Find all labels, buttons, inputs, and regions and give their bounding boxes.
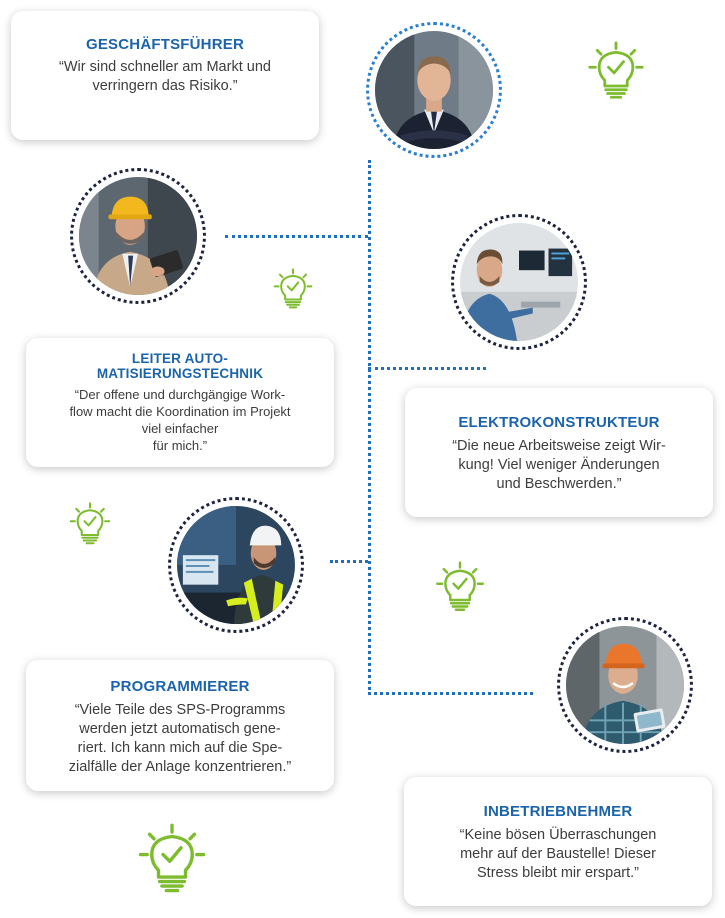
testimonial-card-inbetriebnehmer: INBETRIEBNEHMER “Keine bösen Überraschun… — [404, 777, 712, 906]
testimonial-card-elektrokonstrukteur: ELEKTROKONSTRUKTEUR “Die neue Arbeitswei… — [405, 388, 713, 517]
quote-line: “Der offene und durchgängige Work- — [74, 387, 286, 402]
connector-line-elektro — [368, 367, 486, 370]
quote-line: werden jetzt automatisch gene- — [79, 721, 281, 737]
quote-line: “Viele Teile des SPS-Programms — [74, 702, 286, 718]
quote-line: Stress bleibt mir erspart.” — [477, 865, 639, 881]
programmer-with-helmet-icon — [168, 497, 304, 633]
quote-line: zialfälle der Anlage konzentrieren.” — [68, 759, 292, 775]
role-title: PROGRAMMIERER — [110, 678, 250, 695]
role-title: ELEKTROKONSTRUKTEUR — [458, 414, 660, 431]
quote-line: “Keine bösen Überraschungen — [459, 827, 657, 843]
quote-line: flow macht die Koordination im Projekt — [69, 404, 291, 419]
quote-line: für mich.” — [152, 438, 208, 453]
manager-with-hardhat-and-tablet-icon — [70, 168, 206, 304]
testimonial-card-leiter-automatisierung: LEITER AUTO- MATISIERUNGSTECHNIK “Der of… — [26, 338, 334, 467]
quote-text: “Der offene und durchgängige Work- flow … — [26, 386, 334, 454]
commissioning-worker-icon — [557, 617, 693, 753]
role-title-line: MATISIERUNGSTECHNIK — [96, 366, 264, 381]
lightbulb-check-icon — [273, 268, 313, 309]
quote-text: “Keine bösen Überraschungen mehr auf der… — [404, 826, 712, 883]
lightbulb-check-icon — [436, 561, 484, 611]
quote-line: mehr auf der Baustelle! Dieser — [460, 846, 656, 862]
testimonial-card-geschaeftsfuehrer: GESCHÄFTSFÜHRER “Wir sind schneller am M… — [11, 11, 319, 140]
role-title: LEITER AUTO- MATISIERUNGSTECHNIK — [26, 351, 334, 381]
lightbulb-check-icon — [588, 41, 644, 99]
connector-line-programmierer — [330, 560, 368, 563]
quote-line: “Die neue Arbeitsweise zeigt Wir- — [452, 438, 666, 454]
lightbulb-check-icon — [138, 823, 206, 893]
lightbulb-check-icon — [69, 502, 111, 545]
quote-text: “Die neue Arbeitsweise zeigt Wir- kung! … — [405, 437, 713, 494]
role-title: INBETRIEBNEHMER — [483, 803, 633, 820]
quote-line: “Wir sind schneller am Markt und — [59, 59, 271, 75]
businessman-portrait-icon — [366, 22, 502, 158]
quote-line: kung! Viel weniger Änderungen — [458, 457, 660, 473]
timeline-vertical-line — [368, 160, 371, 695]
role-title-line: LEITER AUTO- — [131, 351, 229, 366]
quote-text: “Wir sind schneller am Markt und verring… — [11, 58, 319, 96]
role-title: GESCHÄFTSFÜHRER — [85, 36, 244, 53]
quote-line: und Beschwerden.” — [496, 476, 622, 492]
quote-line: riert. Ich kann mich auf die Spe- — [77, 740, 283, 756]
quote-line: verringern das Risiko.” — [92, 78, 238, 94]
testimonial-card-programmierer: PROGRAMMIERER “Viele Teile des SPS-Progr… — [26, 660, 334, 791]
quote-line: viel einfacher — [141, 421, 219, 436]
quote-text: “Viele Teile des SPS-Programms werden je… — [26, 701, 334, 777]
connector-line-inbetrieb — [368, 692, 533, 695]
connector-line-automation — [225, 235, 368, 238]
engineer-at-computer-icon — [451, 214, 587, 350]
